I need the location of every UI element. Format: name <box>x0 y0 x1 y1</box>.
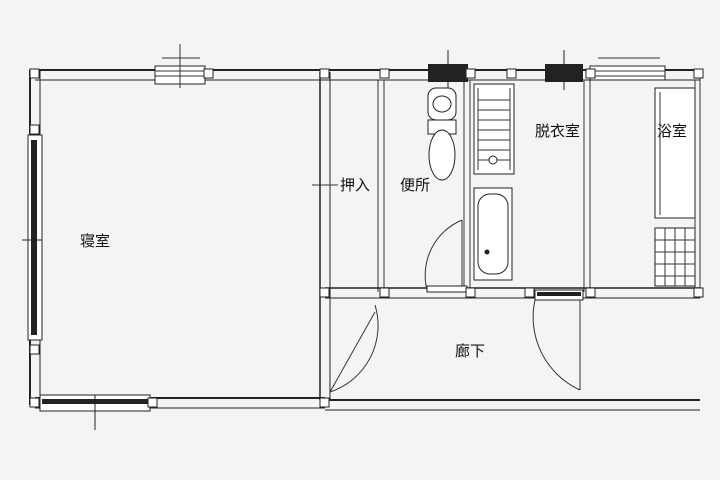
room-label-toilet: 便所 <box>400 176 430 194</box>
room-label-closet: 押入 <box>340 176 370 194</box>
bath-tiles <box>654 227 696 287</box>
door-swing-icon <box>424 219 468 293</box>
toilet-icon <box>427 87 457 181</box>
room-label-hallway: 廊下 <box>455 342 485 360</box>
fixtures <box>427 83 696 287</box>
room-labels: 寝室 押入 便所 脱衣室 浴室 廊下 <box>80 122 687 360</box>
column-markers <box>29 68 704 408</box>
windows <box>22 44 666 430</box>
room-label-dressing: 脱衣室 <box>535 122 580 140</box>
room-label-bedroom: 寝室 <box>80 232 110 250</box>
window-icon <box>428 50 468 90</box>
window-icon <box>589 57 666 81</box>
shelf-icon <box>473 83 515 175</box>
room-label-bath: 浴室 <box>657 122 687 140</box>
outer-walls <box>29 69 700 411</box>
door-swing-icon <box>532 299 581 391</box>
window-icon <box>534 289 584 301</box>
bathtub-icon <box>654 87 696 219</box>
window-icon <box>154 44 206 88</box>
window-icon <box>39 394 151 430</box>
door-swing-icon <box>329 304 379 393</box>
doors <box>312 184 581 393</box>
window-icon <box>545 50 583 90</box>
window-icon <box>22 134 43 341</box>
washbasin-icon <box>473 187 513 281</box>
